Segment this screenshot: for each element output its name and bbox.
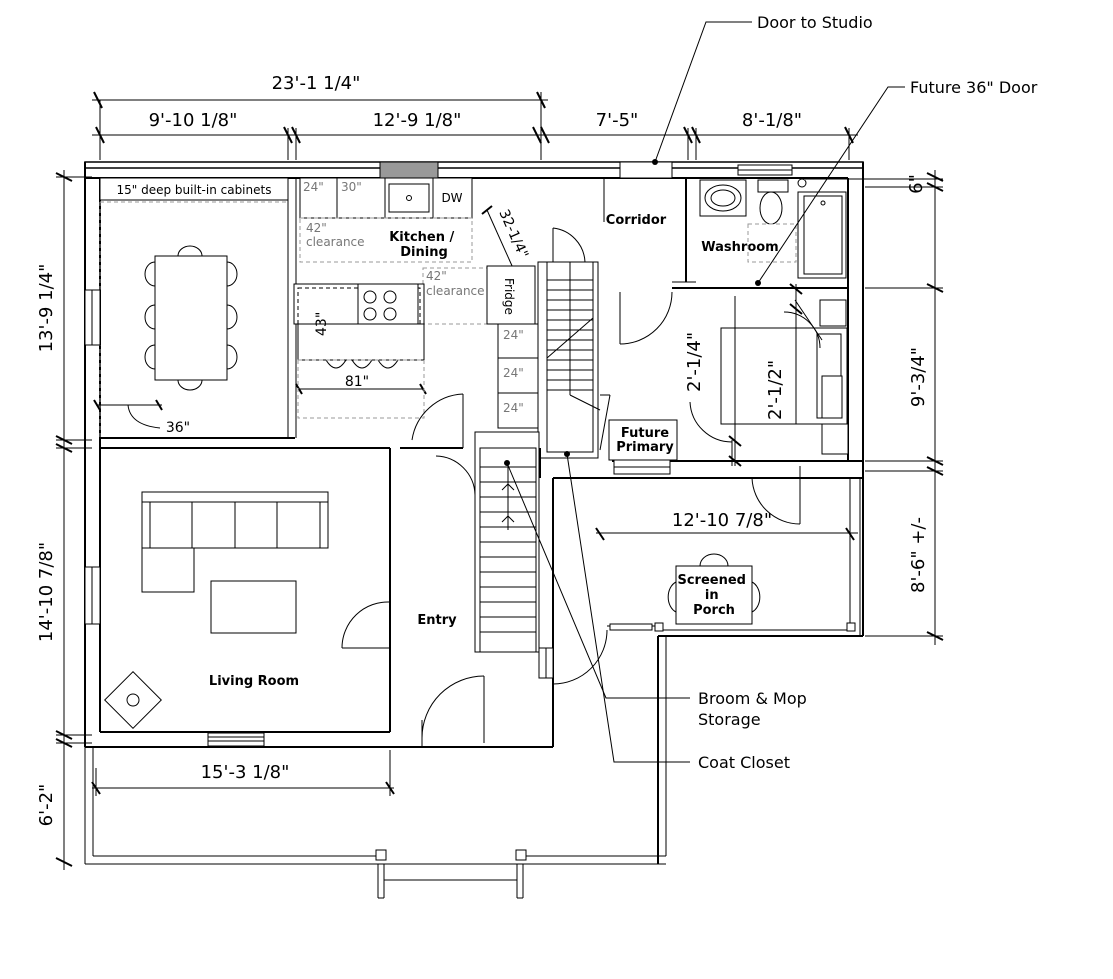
dim-seg-4: 8'-1/8" (742, 110, 802, 131)
pantry-1: 24" (503, 328, 524, 342)
screened-porch: Screened in Porch 12'-10 7/8" (553, 466, 863, 864)
right-dimensions: 6" 9'-3/4" 8'-6" +/- (805, 170, 944, 645)
corridor: Corridor (603, 178, 848, 345)
entry: Entry (341, 448, 658, 747)
dim-stair-angle: 32-1/4" (495, 207, 531, 261)
top-dimensions: 23'-1 1/4" 9'-10 1/8" 12'-9 1/8" 7'-5" 8… (92, 73, 858, 160)
dim-screened-width: 12'-10 7/8" (672, 510, 772, 531)
room-washroom: Washroom (701, 240, 778, 255)
dim-36: 36" (166, 420, 190, 436)
cab-30-label: 30" (341, 180, 362, 194)
dim-island-depth: 43" (314, 312, 330, 336)
dim-island-width: 81" (345, 374, 369, 390)
dim-right-mid: 9'-3/4" (908, 347, 929, 407)
front-porch: 15'-3 1/8" (84, 747, 666, 899)
porch-line-3: Porch (693, 603, 735, 618)
dim-overall-width: 23'-1 1/4" (272, 73, 361, 94)
broom-line-2: Storage (698, 710, 761, 729)
clearance-2-text-2: clearance (426, 284, 485, 298)
room-kitchen: Kitchen / Dining (389, 230, 459, 260)
porch-line-1: Screened (677, 573, 746, 588)
room-kitchen-text: Kitchen / (389, 230, 454, 245)
dining-table (144, 245, 238, 391)
dim-seg-2: 12'-9 1/8" (373, 110, 462, 131)
clearance-1: 42" clearance (306, 221, 365, 249)
dim-left-upper: 13'-9 1/4" (36, 264, 57, 353)
callouts: Door to Studio Future 36" Door Broom & M… (504, 13, 1038, 772)
dim-right-low: 8'-6" +/- (908, 517, 929, 593)
dim-porch-width: 15'-3 1/8" (201, 762, 290, 783)
kitchen-island (293, 283, 425, 369)
dim-primary-b: 2'-1/2" (765, 360, 786, 420)
washroom: Washroom (699, 178, 847, 279)
room-kitchen-text-2: Dining (400, 245, 448, 260)
dim-seg-3: 7'-5" (596, 110, 639, 131)
callout-coat-closet: Coat Closet (698, 753, 790, 772)
built-in-cabinets-label: 15" deep built-in cabinets (117, 183, 272, 197)
dim-right-top: 6" (906, 174, 927, 194)
callout-door-to-studio: Door to Studio (757, 13, 873, 32)
porch-line-2: in (705, 588, 719, 603)
future-primary-line-1: Future (621, 426, 669, 441)
left-dimensions: 13'-9 1/4" 14'-10 7/8" 6'-2" (36, 170, 92, 870)
dim-left-lower: 14'-10 7/8" (36, 542, 57, 642)
future-primary-line-2: Primary (616, 440, 674, 455)
broom-line-1: Broom & Mop (698, 689, 807, 708)
room-living-room: Living Room (209, 674, 299, 689)
dw-label: DW (441, 191, 462, 205)
dim-left-porch: 6'-2" (36, 784, 57, 827)
fridge-label: Fridge (502, 278, 516, 315)
living-room: Living Room (84, 447, 391, 747)
clearance-2-text: 42" (426, 269, 447, 283)
clearance-1-text: 42" (306, 221, 327, 235)
kitchen-dining: 15" deep built-in cabinets 36" (84, 177, 541, 449)
room-entry: Entry (417, 613, 457, 628)
dim-seg-1: 9'-10 1/8" (149, 110, 238, 131)
room-corridor: Corridor (606, 213, 667, 228)
callout-broom-mop: Broom & Mop Storage (698, 689, 812, 729)
staircase (474, 227, 611, 653)
pantry-3: 24" (503, 401, 524, 415)
pantry-2: 24" (503, 366, 524, 380)
dim-primary-a: 2'-1/4" (684, 332, 705, 392)
cab-24-label: 24" (303, 180, 324, 194)
callout-future-door: Future 36" Door (910, 78, 1038, 97)
room-screened-porch: Screened in Porch (677, 573, 750, 618)
clearance-1-text-2: clearance (306, 235, 365, 249)
